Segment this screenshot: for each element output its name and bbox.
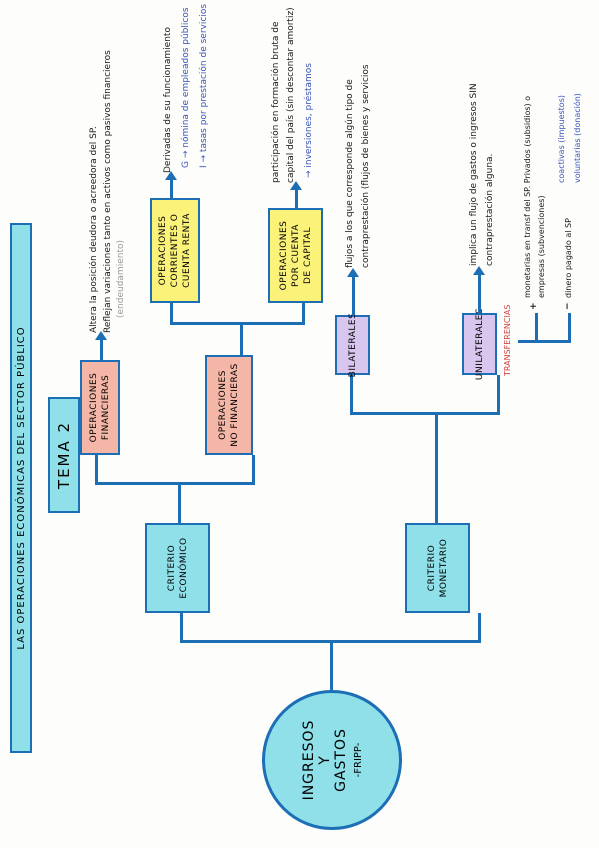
connector — [252, 455, 255, 485]
connector — [180, 640, 480, 643]
label-line: MONETARIO — [438, 538, 449, 598]
note-minus-3: voluntarias (donación) — [573, 93, 582, 183]
arrow-line — [352, 275, 355, 315]
note-bilaterales-2: contraprestación (flujos de bienes y ser… — [361, 64, 371, 268]
label-line: CORRIENTES O — [170, 213, 180, 288]
root-line-1: INGRESOS — [300, 719, 317, 801]
connector — [478, 613, 481, 643]
label-line: NO FINANCIERAS — [230, 363, 240, 447]
connector — [170, 303, 173, 325]
root-node-ingresos-gastos: INGRESOS Y GASTOS -FRIPP- — [262, 690, 402, 830]
note-capital-3: → inversiones, préstamos — [304, 63, 314, 178]
label-line: BILATERALES — [347, 312, 358, 378]
connector — [95, 455, 98, 485]
note-financieras-3: (endeudamiento) — [116, 240, 126, 318]
label-line: CUENTA RENTA — [182, 213, 192, 288]
arrow-line — [295, 188, 298, 208]
label-transferencias: TRANSFERENCIAS — [503, 304, 512, 376]
note-corrientes-3: I → tasas por prestación de servicios — [199, 3, 209, 168]
label-line: CRITERIO — [426, 544, 437, 592]
label-line: POR CUENTA — [290, 224, 301, 287]
note-unilaterales-1: implica un flujo de gastos o ingresos SI… — [469, 83, 479, 266]
connector — [95, 482, 255, 485]
label-line: OPERACIONES — [158, 215, 168, 286]
minus-sign: − — [563, 302, 573, 310]
connector — [180, 613, 183, 643]
root-line-3: GASTOS — [332, 728, 349, 792]
arrow-line — [478, 273, 481, 313]
label-line: CRITERIO — [166, 544, 177, 592]
node-unilaterales: UNILATERALES — [462, 308, 497, 380]
note-bilaterales-1: flujos a los que corresponde algún tipo … — [345, 79, 355, 268]
connector — [302, 303, 305, 325]
note-plus-2: empresas (subvenciones) — [537, 195, 546, 298]
label-line: UNILATERALES — [474, 307, 485, 381]
note-minus-1: dinero pagado al SP — [564, 218, 573, 298]
note-unilaterales-2: contraprestación alguna. — [485, 153, 495, 266]
connector — [535, 313, 538, 343]
connector — [178, 483, 181, 523]
root-line-2: Y — [316, 755, 333, 765]
note-capital-1: participación en formación bruta de — [271, 21, 281, 183]
label-line: OPERACIONES — [218, 370, 228, 440]
arrow-line — [100, 338, 103, 360]
arrow-line — [170, 178, 173, 198]
connector — [497, 375, 500, 415]
node-bilaterales: BILATERALES — [335, 312, 370, 378]
note-corrientes-2: G → nómina de empleados públicos — [181, 7, 191, 168]
connector — [518, 340, 570, 343]
note-corrientes-1: Derivadas de su funcionamiento — [163, 27, 173, 173]
note-financieras-1: Altera la posición deudora o acreedora d… — [89, 126, 99, 333]
label-line: OPERACIONES — [278, 220, 289, 291]
connector — [170, 322, 305, 325]
label-line: OPERACIONES — [89, 372, 99, 443]
connector — [435, 413, 438, 523]
arrow-head — [347, 268, 359, 277]
label-line: DE CAPITAL — [302, 227, 313, 284]
arrow-head — [473, 266, 485, 275]
connector — [330, 642, 333, 690]
page-title: LAS OPERACIONES ECONÓMICAS DEL SECTOR PÚ… — [10, 223, 32, 753]
connector — [350, 412, 500, 415]
note-plus-1: monetarias en transf del SP. Privados (s… — [523, 95, 532, 298]
note-capital-2: capital del país (sin descontar amortiz) — [286, 7, 296, 183]
label-line: ECONÓMICO — [178, 537, 189, 599]
note-financieras-2: Reflejan variaciones tanto en activos co… — [103, 50, 113, 333]
connector — [350, 375, 353, 415]
label-line: FINANCIERAS — [101, 374, 111, 441]
connector — [240, 323, 243, 355]
plus-sign: + — [529, 302, 539, 310]
tema-badge: TEMA 2 — [48, 397, 80, 513]
root-sub: -FRIPP- — [352, 742, 364, 778]
connector — [568, 313, 571, 343]
note-minus-2: coactivas (impuestos) — [557, 95, 566, 183]
